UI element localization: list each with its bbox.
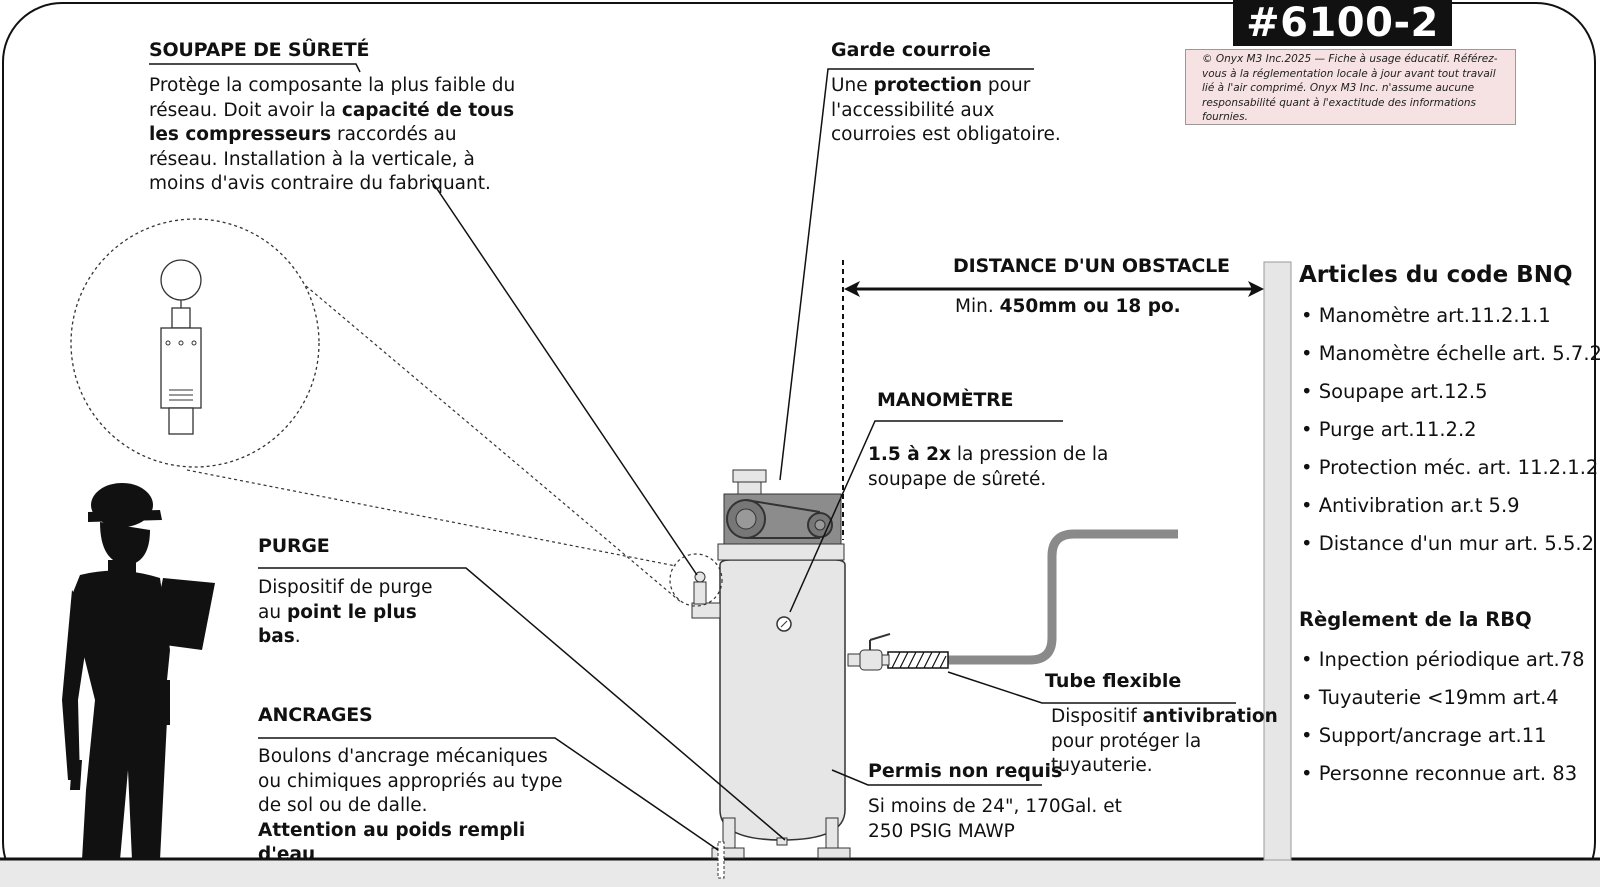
wall-icon — [1263, 261, 1292, 861]
rbq-item: Tuyauterie <19mm art.4 — [1301, 679, 1585, 717]
gauge-text: 1.5 à 2x la pression de la soupape de sû… — [868, 444, 1109, 490]
belt-guard-title: Garde courroie — [831, 39, 991, 61]
rbq-item: Inpection périodique art.78 — [1301, 641, 1585, 679]
safety-valve-detail-icon — [70, 218, 320, 468]
bnq-item: Manomètre art.11.2.1.1 — [1301, 297, 1600, 335]
permit-title: Permis non requis — [868, 760, 1063, 782]
bnq-item: Manomètre échelle art. 5.7.2 — [1301, 335, 1600, 373]
bnq-title: Articles du code BNQ — [1299, 262, 1573, 288]
bnq-list: Manomètre art.11.2.1.1 Manomètre échelle… — [1301, 297, 1600, 563]
gauge-title: MANOMÈTRE — [877, 389, 1014, 411]
safety-valve-title: SOUPAPE DE SÛRETÉ — [149, 39, 370, 61]
safety-valve-text: Protège la composante la plus faible du … — [149, 75, 516, 194]
drain-title: PURGE — [258, 535, 330, 557]
flex-tube-text: Dispositif antivibration pour protéger l… — [1051, 706, 1278, 776]
rbq-title: Règlement de la RBQ — [1299, 608, 1532, 631]
rbq-item: Support/ancrage art.11 — [1301, 717, 1585, 755]
permit-text: Si moins de 24", 170Gal. et 250 PSIG MAW… — [868, 796, 1122, 842]
safety-valve-icon — [691, 571, 721, 619]
drain-text: Dispositif de purge au point le plus bas… — [258, 577, 433, 647]
obstacle-distance-text: Min. 450mm ou 18 po. — [955, 296, 1181, 317]
ball-valve-icon — [847, 633, 891, 671]
obstacle-distance-title: DISTANCE D'UN OBSTACLE — [953, 255, 1230, 277]
worker-silhouette-icon — [62, 483, 215, 860]
air-compressor-tank-icon — [711, 469, 851, 879]
belt-guard-text: Une protection pour l'accessibilité aux … — [831, 75, 1061, 145]
leader-lines — [149, 63, 1236, 851]
valve-highlight-ring — [669, 553, 723, 607]
bnq-item: Protection méc. art. 11.2.1.2 — [1301, 449, 1600, 487]
pipe — [948, 529, 1178, 665]
bnq-item: Antivibration ar.t 5.9 — [1301, 487, 1600, 525]
rbq-item: Personne reconnue art. 83 — [1301, 755, 1585, 793]
anchors-text: Boulons d'ancrage mécaniques ou chimique… — [258, 746, 563, 865]
anchors-title: ANCRAGES — [258, 704, 373, 726]
bnq-item: Distance d'un mur art. 5.5.2 — [1301, 525, 1600, 563]
bnq-item: Purge art.11.2.2 — [1301, 411, 1600, 449]
bnq-item: Soupape art.12.5 — [1301, 373, 1600, 411]
floor-slab — [0, 860, 1600, 887]
flexible-hose-icon — [887, 651, 949, 669]
rbq-list: Inpection périodique art.78 Tuyauterie <… — [1301, 641, 1585, 793]
document-id-badge: #6100-2 — [1233, 0, 1452, 46]
copyright-notice: © Onyx M3 Inc.2025 — Fiche à usage éduca… — [1185, 49, 1516, 125]
flex-tube-title: Tube flexible — [1045, 670, 1182, 692]
